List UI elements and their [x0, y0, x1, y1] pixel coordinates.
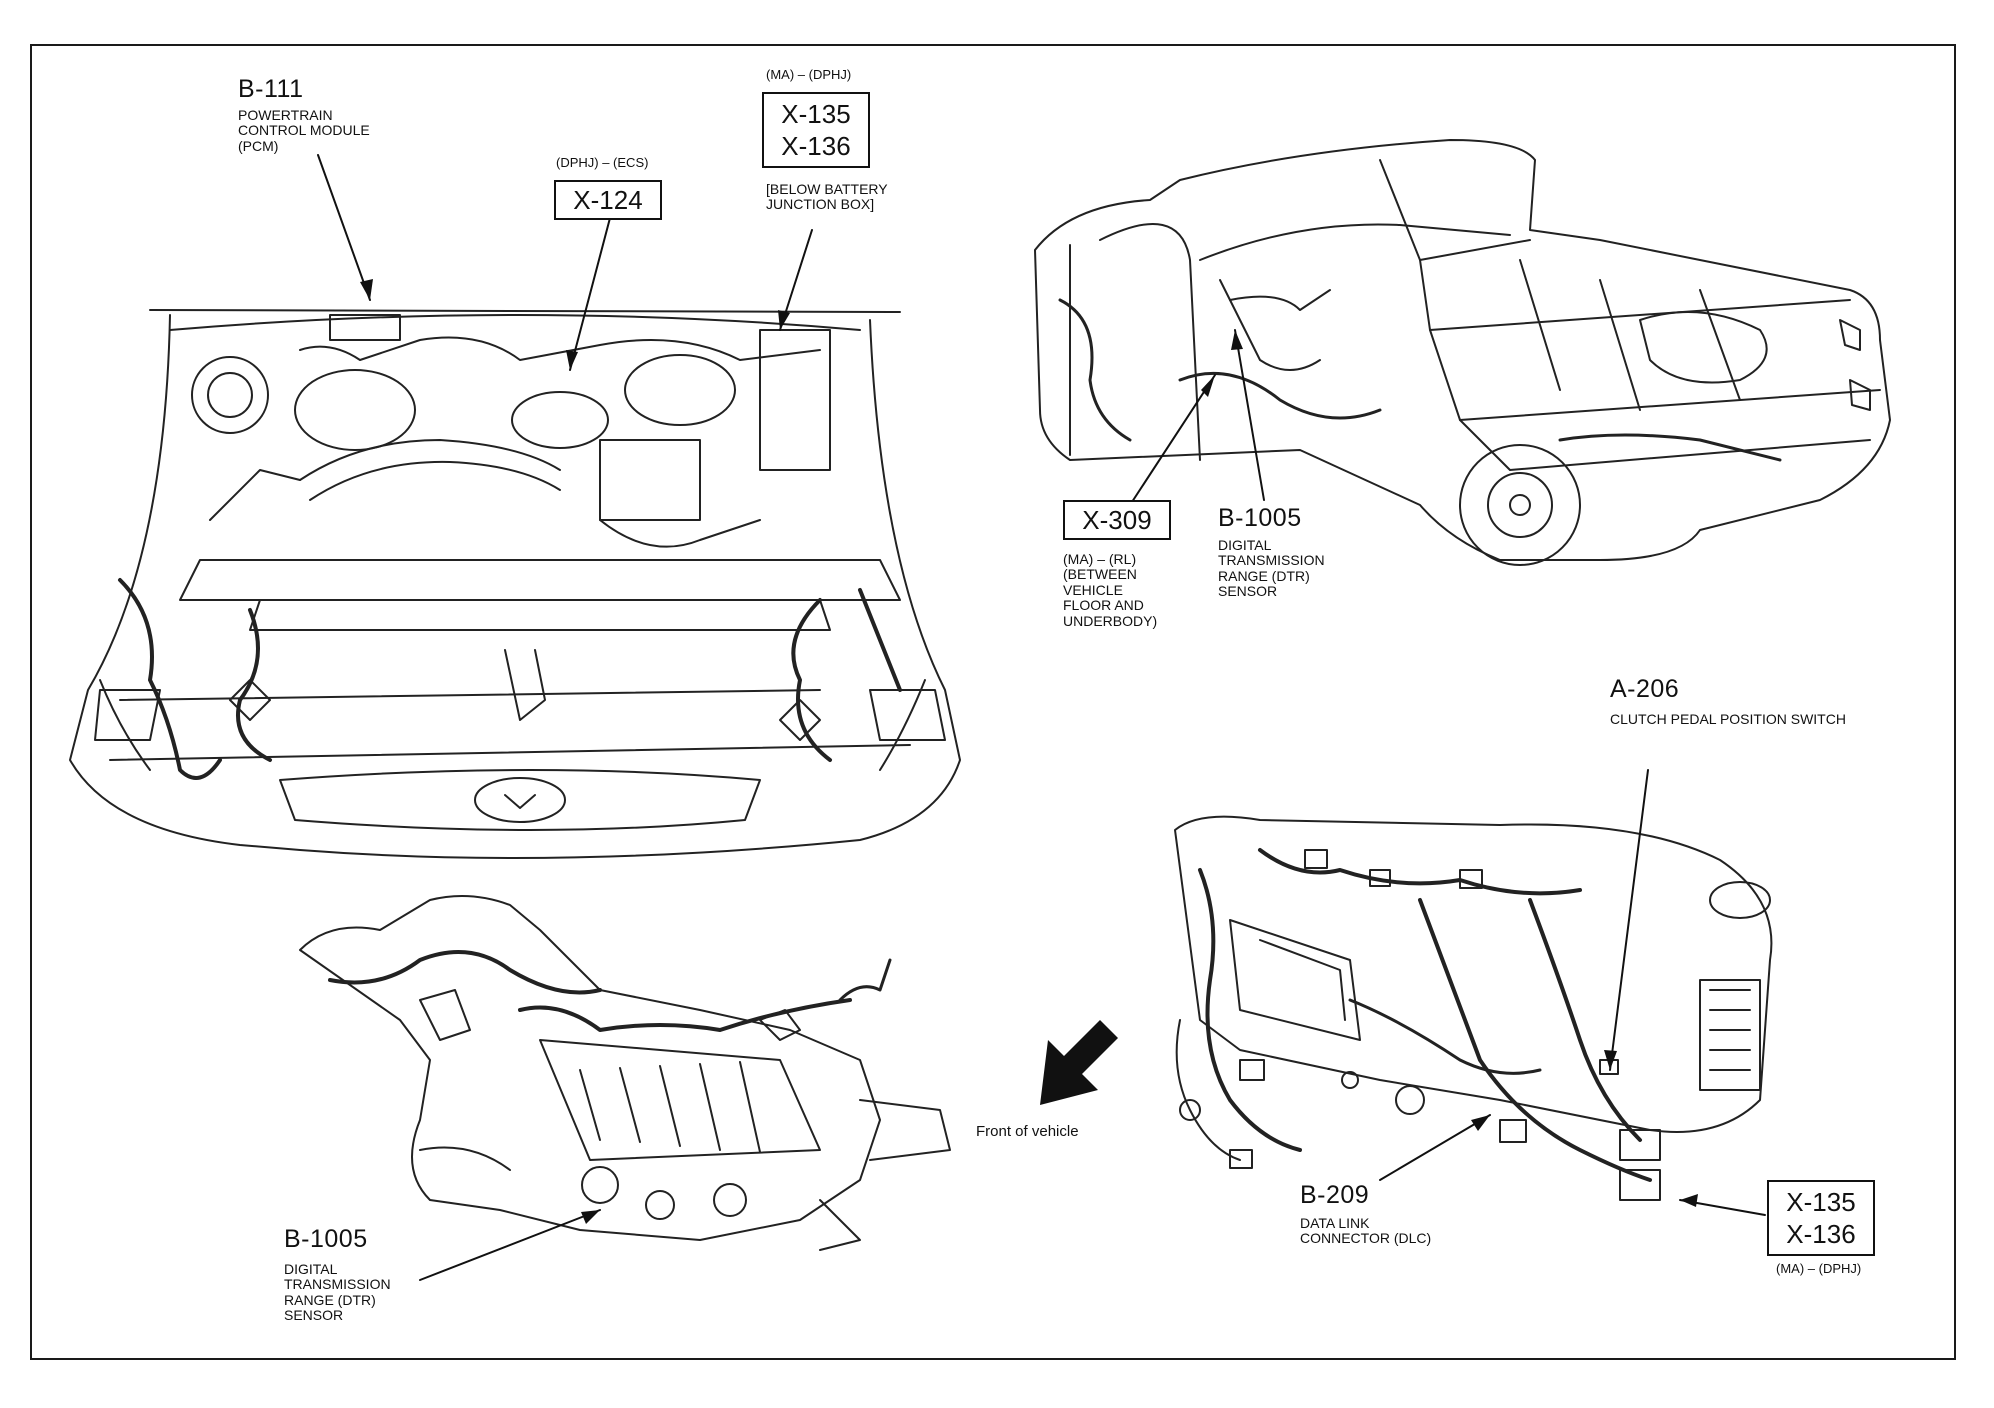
- front-direction-arrow: [1040, 1020, 1118, 1105]
- x309-code: X-309: [1082, 504, 1152, 535]
- b209-desc-line: CONNECTOR (DLC): [1300, 1230, 1432, 1247]
- a206-code: A-206: [1610, 675, 1680, 703]
- b1005-top-description: DIGITAL TRANSMISSION RANGE (DTR) SENSOR: [1218, 537, 1325, 600]
- truck-illustration: [1034, 139, 1891, 566]
- x309-desc-line: FLOOR AND: [1063, 597, 1144, 614]
- x124-code: X-124: [573, 184, 643, 215]
- arrow-heads: [360, 279, 1698, 1224]
- b1005-bottom-desc-line: DIGITAL: [284, 1261, 338, 1277]
- x135-code: X-135: [781, 98, 851, 129]
- b209-desc-line: DATA LINK: [1300, 1215, 1370, 1231]
- x136-code: X-136: [1786, 1219, 1856, 1249]
- dashboard-illustration: [1174, 815, 1773, 1201]
- x124-note: (DPHJ) – (ECS): [556, 155, 649, 170]
- b209-description: DATA LINK CONNECTOR (DLC): [1300, 1215, 1432, 1247]
- x309-desc-line: (BETWEEN: [1063, 566, 1137, 583]
- b111-desc-line: POWERTRAIN: [238, 107, 333, 123]
- b1005-top-code: B-1005: [1218, 504, 1302, 532]
- b1005-bottom-code: B-1005: [284, 1225, 368, 1253]
- b111-desc-line: CONTROL MODULE: [238, 122, 370, 139]
- x136-code: X-136: [781, 131, 851, 161]
- b1005-bottom-desc-line: SENSOR: [284, 1307, 344, 1324]
- leader-lines: [317, 154, 1766, 1281]
- x135-top-desc-line: JUNCTION BOX]: [766, 196, 875, 213]
- a206-description: CLUTCH PEDAL POSITION SWITCH: [1610, 711, 1846, 727]
- b1005-top-desc-line: RANGE (DTR): [1218, 567, 1310, 584]
- x135-top-note: (MA) – (DPHJ): [766, 67, 852, 82]
- b1005-bottom-desc-line: TRANSMISSION: [284, 1276, 391, 1293]
- b209-code: B-209: [1300, 1181, 1370, 1209]
- engine-compartment-illustration: [69, 309, 961, 859]
- front-of-vehicle-label: Front of vehicle: [976, 1123, 1079, 1140]
- x135-code: X-135: [1786, 1186, 1856, 1217]
- b111-description: POWERTRAIN CONTROL MODULE (PCM): [238, 107, 370, 154]
- x135-x136-bottom-box: X-135 X-136: [1767, 1180, 1875, 1256]
- b1005-top-desc-line: SENSOR: [1218, 583, 1278, 600]
- x124-box: X-124: [554, 180, 662, 220]
- x309-box: X-309: [1063, 500, 1171, 540]
- x135-top-description: [BELOW BATTERY JUNCTION BOX]: [766, 181, 888, 213]
- b111-code: B-111: [238, 75, 304, 103]
- b111-desc-line: (PCM): [238, 137, 279, 154]
- b1005-top-desc-line: DIGITAL: [1218, 537, 1272, 553]
- x309-desc-line: (MA) – (RL): [1063, 551, 1137, 567]
- diagram-frame: [30, 44, 1956, 1360]
- b1005-bottom-desc-line: RANGE (DTR): [284, 1291, 376, 1308]
- x135-top-desc-line: [BELOW BATTERY: [766, 181, 888, 197]
- b1005-bottom-description: DIGITAL TRANSMISSION RANGE (DTR) SENSOR: [284, 1261, 391, 1324]
- transmission-illustration: [299, 895, 951, 1251]
- b1005-top-desc-line: TRANSMISSION: [1218, 552, 1325, 569]
- x135-x136-top-box: X-135 X-136: [762, 92, 870, 168]
- x135-bottom-note: (MA) – (DPHJ): [1776, 1261, 1862, 1276]
- x309-description: (MA) – (RL) (BETWEEN VEHICLE FLOOR AND U…: [1063, 551, 1158, 629]
- x309-desc-line: VEHICLE: [1063, 581, 1123, 598]
- x309-desc-line: UNDERBODY): [1063, 612, 1158, 629]
